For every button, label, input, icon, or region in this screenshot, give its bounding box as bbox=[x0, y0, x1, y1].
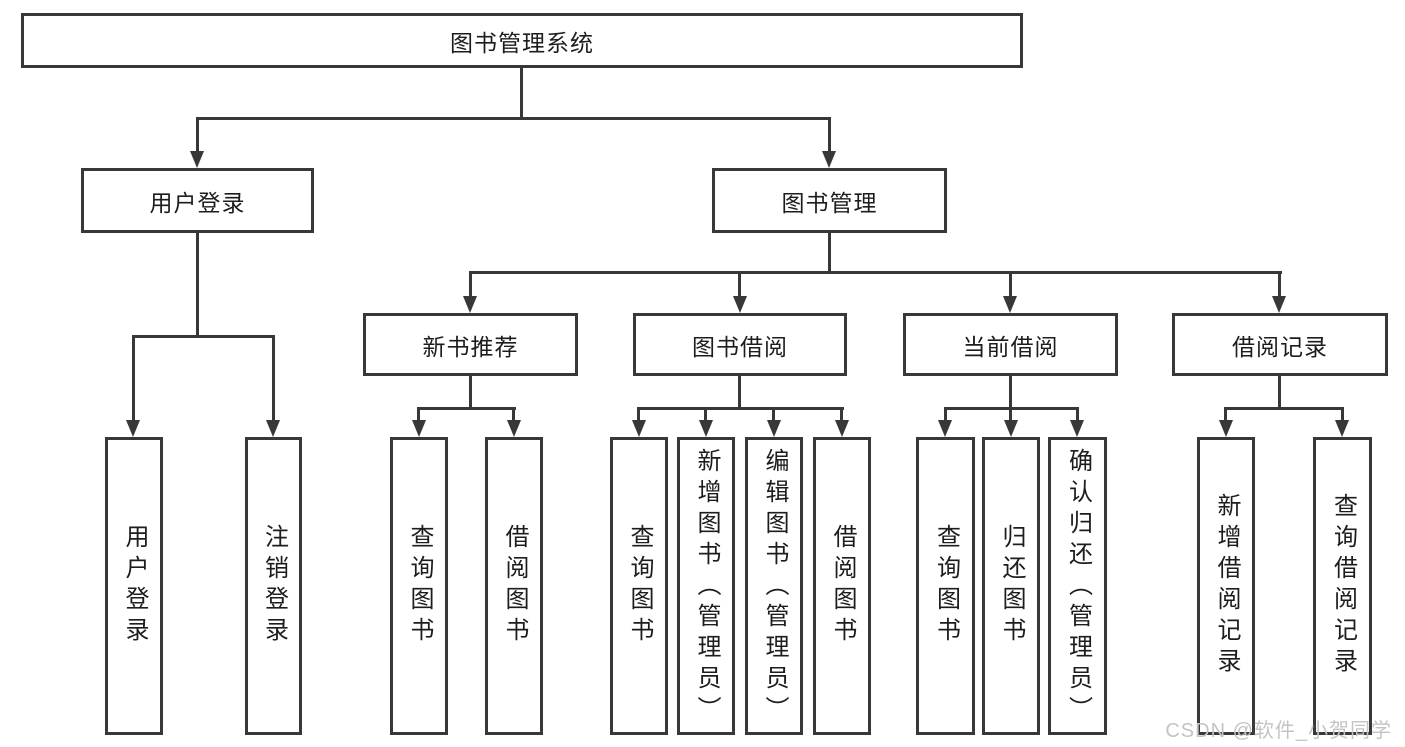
leaf-query-books-borrowing: 查询图书 bbox=[610, 437, 668, 735]
leaf-query-books-recommend: 查询图书 bbox=[390, 437, 448, 735]
arrow-down-icon bbox=[1335, 420, 1349, 437]
connector-root-vertical bbox=[520, 68, 523, 117]
arrow-down-icon bbox=[699, 420, 713, 437]
connector-line bbox=[196, 233, 199, 335]
arrow-down-icon bbox=[126, 420, 140, 437]
arrow-down-icon bbox=[632, 420, 646, 437]
leaf-add-borrow-record: 新增借阅记录 bbox=[1197, 437, 1255, 735]
leaf-confirm-return-admin: 确认归还（管理员） bbox=[1048, 437, 1107, 735]
connector-line bbox=[469, 376, 472, 407]
leaf-borrow-books-recommend: 借阅图书 bbox=[485, 437, 543, 735]
connector-line bbox=[1278, 376, 1281, 407]
node-label: 新增借阅记录 bbox=[1213, 493, 1240, 679]
connector-line bbox=[637, 407, 640, 420]
connector-line bbox=[132, 335, 275, 338]
leaf-borrow-books-borrowing: 借阅图书 bbox=[813, 437, 871, 735]
node-current-borrowing: 当前借阅 bbox=[903, 313, 1118, 376]
connector-line bbox=[772, 407, 775, 420]
connector-line bbox=[738, 376, 741, 407]
leaf-query-borrow-record: 查询借阅记录 bbox=[1313, 437, 1372, 735]
node-book-management: 图书管理 bbox=[712, 168, 947, 233]
leaf-logout: 注销登录 bbox=[245, 437, 302, 735]
connector-line bbox=[1009, 271, 1012, 296]
arrow-down-icon bbox=[835, 420, 849, 437]
node-label: 新增图书（管理员） bbox=[693, 448, 720, 727]
leaf-edit-books-admin: 编辑图书（管理员） bbox=[745, 437, 803, 735]
node-label: 借阅图书 bbox=[501, 524, 528, 648]
arrow-down-icon bbox=[1272, 296, 1286, 313]
connector-level3-horizontal bbox=[469, 271, 1282, 274]
connector-line bbox=[738, 271, 741, 296]
connector-line bbox=[132, 335, 135, 420]
node-label: 借阅图书 bbox=[829, 524, 856, 648]
node-label: 图书管理 bbox=[781, 189, 878, 216]
node-book-borrowing: 图书借阅 bbox=[633, 313, 847, 376]
arrow-down-icon bbox=[266, 420, 280, 437]
node-library-management-system: 图书管理系统 bbox=[21, 13, 1023, 68]
connector-line bbox=[840, 407, 843, 420]
arrow-down-icon bbox=[507, 420, 521, 437]
connector-line bbox=[1009, 376, 1012, 407]
connector-line bbox=[828, 117, 831, 152]
arrow-down-icon bbox=[412, 420, 426, 437]
arrow-down-icon bbox=[1003, 296, 1017, 313]
connector-line bbox=[417, 407, 516, 410]
node-label: 新书推荐 bbox=[422, 333, 519, 360]
connector-line bbox=[1341, 407, 1344, 420]
node-label: 查询图书 bbox=[932, 524, 960, 648]
node-label: 借阅记录 bbox=[1232, 333, 1328, 360]
connector-line bbox=[704, 407, 707, 420]
leaf-add-books-admin: 新增图书（管理员） bbox=[677, 437, 735, 735]
connector-line bbox=[1224, 407, 1227, 420]
node-label: 编辑图书（管理员） bbox=[761, 448, 788, 727]
connector-line bbox=[469, 271, 472, 296]
arrow-down-icon bbox=[1004, 420, 1018, 437]
connector-line bbox=[1278, 271, 1281, 296]
arrow-down-icon bbox=[1219, 420, 1233, 437]
node-label: 当前借阅 bbox=[962, 333, 1059, 360]
arrow-down-icon bbox=[822, 151, 836, 168]
connector-line bbox=[1076, 407, 1079, 420]
connector-line bbox=[828, 233, 831, 271]
connector-line bbox=[417, 407, 420, 420]
leaf-return-books: 归还图书 bbox=[982, 437, 1040, 735]
connector-line bbox=[637, 407, 844, 410]
node-label: 查询图书 bbox=[626, 524, 653, 648]
connector-line bbox=[1009, 407, 1012, 420]
csdn-watermark: CSDN @软件_小贺同学 bbox=[1165, 720, 1392, 742]
node-label: 用户登录 bbox=[121, 524, 148, 648]
arrow-down-icon bbox=[733, 296, 747, 313]
node-label: 注销登录 bbox=[260, 524, 288, 648]
arrow-down-icon bbox=[767, 420, 781, 437]
node-label: 查询图书 bbox=[406, 524, 433, 648]
connector-line bbox=[272, 335, 275, 420]
connector-line bbox=[1224, 407, 1344, 410]
arrow-down-icon bbox=[190, 151, 204, 168]
arrow-down-icon bbox=[463, 296, 477, 313]
node-label: 图书借阅 bbox=[692, 333, 788, 360]
arrow-down-icon bbox=[938, 420, 952, 437]
node-label: 归还图书 bbox=[998, 524, 1025, 648]
connector-level2-horizontal bbox=[196, 117, 831, 120]
arrow-down-icon bbox=[1070, 420, 1084, 437]
node-user-login: 用户登录 bbox=[81, 168, 314, 233]
node-label: 确认归还（管理员） bbox=[1064, 448, 1092, 727]
leaf-query-books-current: 查询图书 bbox=[916, 437, 975, 735]
node-new-book-recommendation: 新书推荐 bbox=[363, 313, 578, 376]
leaf-user-login: 用户登录 bbox=[105, 437, 163, 735]
connector-line bbox=[944, 407, 947, 420]
node-label: 查询借阅记录 bbox=[1329, 493, 1357, 679]
connector-line bbox=[196, 117, 199, 152]
node-borrowing-records: 借阅记录 bbox=[1172, 313, 1388, 376]
connector-line bbox=[512, 407, 515, 420]
node-label: 用户登录 bbox=[149, 189, 246, 216]
node-label: 图书管理系统 bbox=[450, 29, 594, 56]
